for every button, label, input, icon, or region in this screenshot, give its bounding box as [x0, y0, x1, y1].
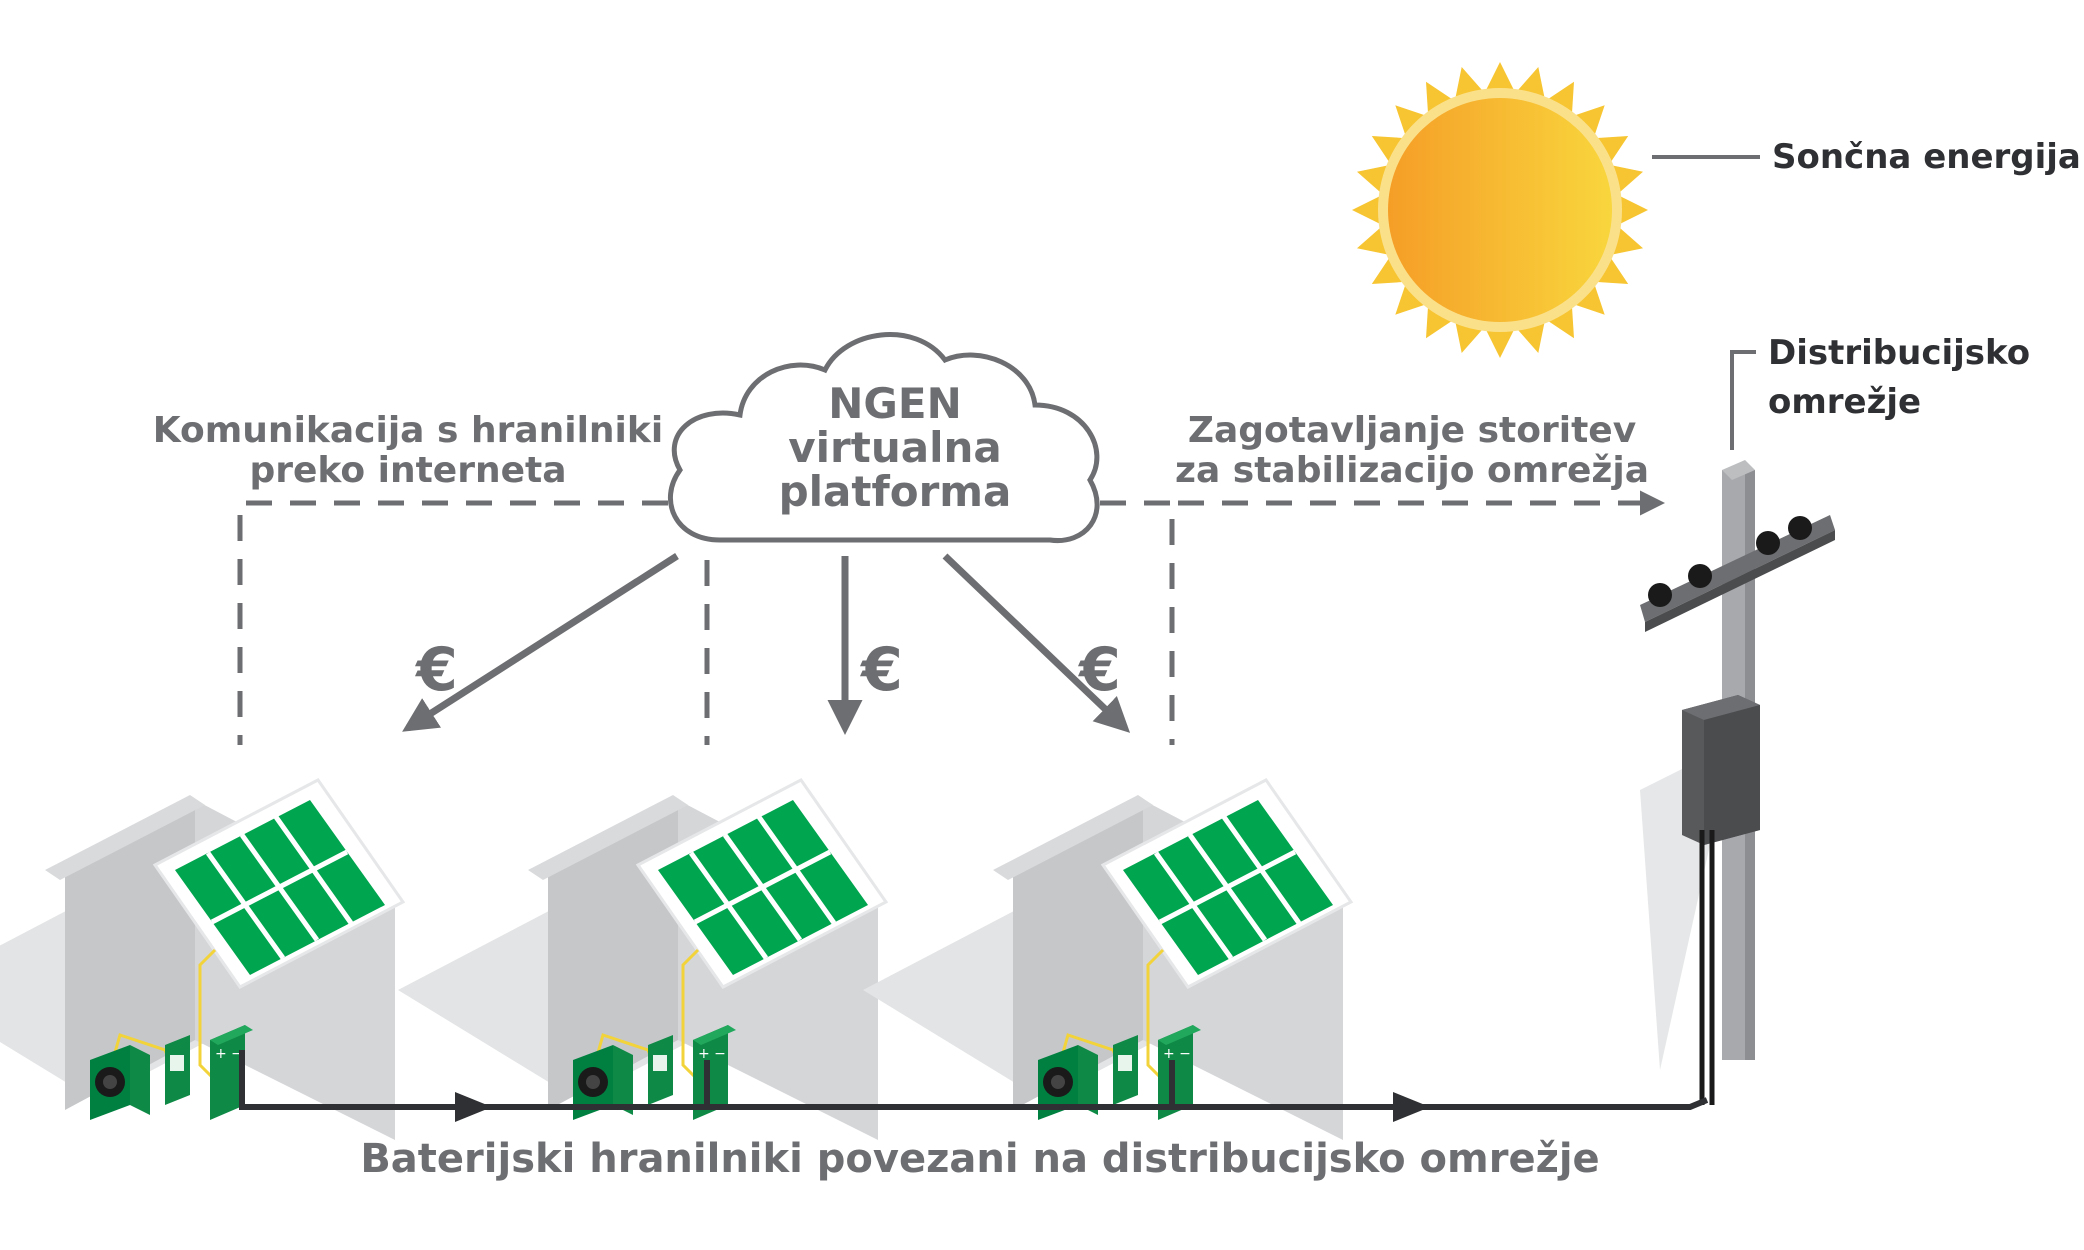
utility-pole	[1640, 460, 1835, 1105]
house-1	[0, 780, 403, 1140]
cloud-icon	[668, 332, 1100, 544]
battery-grid-connection	[239, 1050, 1709, 1110]
communication-label-line2: preko interneta	[249, 450, 566, 491]
service-label-line1: Zagotavljanje storitev	[1188, 410, 1636, 451]
service-label-line2: za stabilizacijo omrežja	[1175, 450, 1649, 491]
cloud-label-line3: platforma	[779, 467, 1012, 516]
grid-pointer-line	[1730, 350, 1756, 450]
payment-symbol-1: €	[414, 635, 458, 705]
cloud-label-line1: NGEN	[828, 379, 961, 428]
flow-arrow-2	[1393, 1092, 1430, 1122]
internet-communication-lines	[237, 490, 1665, 745]
communication-label-line1: Komunikacija s hranilniki	[153, 410, 663, 451]
grid-label-line2: omrežje	[1768, 382, 1921, 422]
sun-icon	[1352, 62, 1648, 358]
battery-caption: Baterijski hranilniki povezani na distri…	[360, 1136, 1599, 1182]
grid-label-line1: Distribucijsko	[1768, 333, 2030, 373]
payment-symbol-3: €	[1077, 635, 1121, 705]
sun-disc	[1388, 98, 1612, 322]
sun-label: Sončna energija	[1772, 137, 2081, 177]
house-2	[398, 780, 886, 1140]
payment-arrows	[402, 553, 1131, 735]
cloud-label-line2: virtualna	[788, 423, 1001, 472]
house-3	[863, 780, 1351, 1140]
flow-arrow-1	[455, 1092, 492, 1122]
payment-symbol-2: €	[859, 635, 903, 705]
distribution-box	[1682, 695, 1760, 845]
